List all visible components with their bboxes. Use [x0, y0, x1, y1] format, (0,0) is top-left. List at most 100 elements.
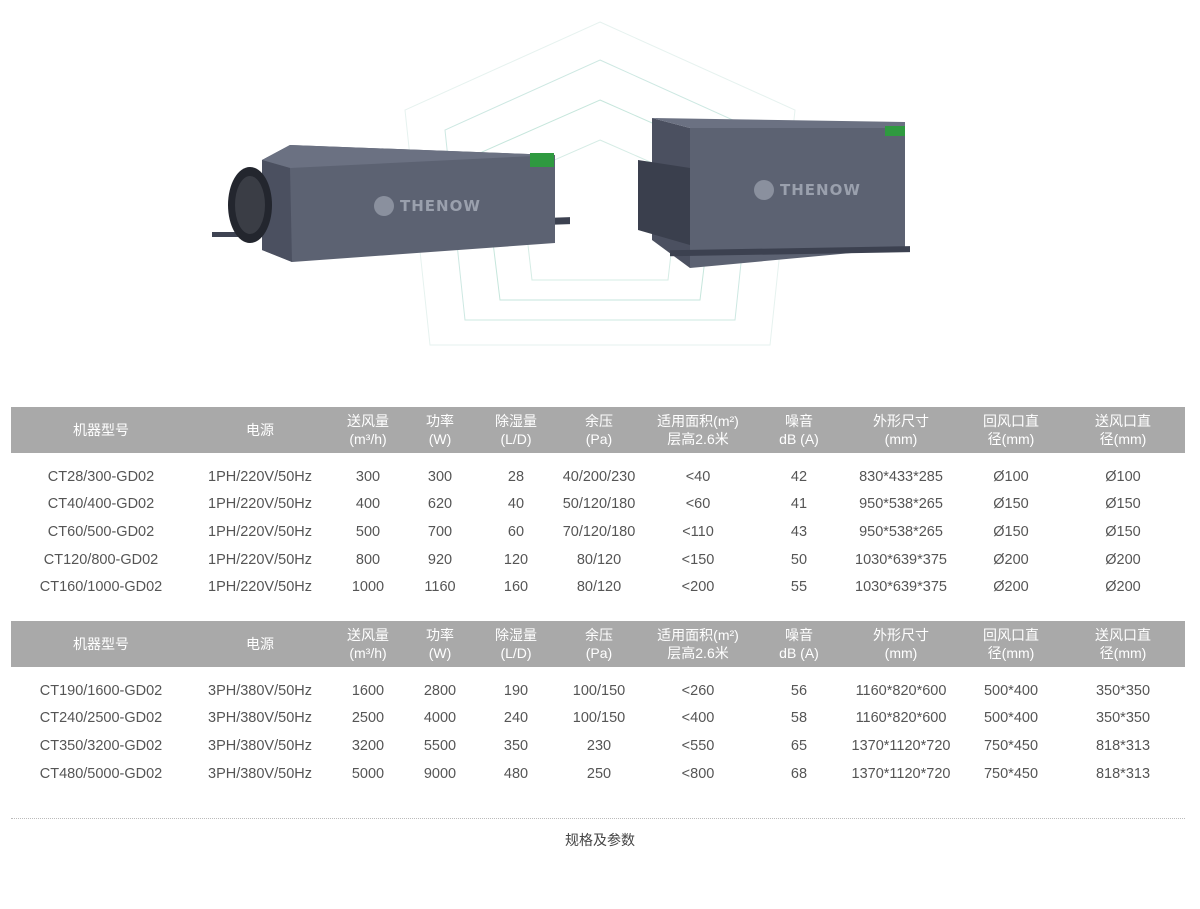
table-cell: <150 — [681, 551, 715, 568]
table-cell: 350*350 — [1095, 682, 1151, 699]
table-cell: Ø150 — [993, 523, 1029, 540]
column-header: 余压(Pa) — [559, 407, 639, 453]
table-cell: 68 — [790, 765, 808, 782]
table-cell: 1PH/220V/50Hz — [208, 468, 312, 485]
column-header-line: (W) — [428, 431, 452, 447]
column-header-line: (mm) — [884, 431, 918, 447]
dehumidifier-unit-right: THENOW — [638, 118, 910, 268]
table-cell: 2800 — [423, 682, 457, 699]
table-cell: 80/120 — [576, 579, 622, 596]
table-cell: 50/120/180 — [562, 496, 636, 513]
column-header: 除湿量 (L/D) — [473, 621, 559, 667]
table-cell: 100/150 — [572, 710, 626, 727]
table-cell: 1PH/220V/50Hz — [208, 496, 312, 513]
table-cell: 160 — [503, 579, 529, 596]
table-cell: 350*350 — [1095, 710, 1151, 727]
table-cell: 500*400 — [983, 682, 1039, 699]
column-header: 外形尺寸(mm) — [841, 407, 961, 453]
column-header-line: 噪音 — [785, 627, 813, 643]
table-cell: <60 — [685, 496, 711, 513]
footer-caption: 规格及参数 — [565, 832, 635, 848]
table-cell: 58 — [790, 710, 808, 727]
table-cell: CT40/400-GD02 — [47, 496, 155, 513]
column-header-line: 机器型号 — [73, 636, 129, 652]
column-header-line: 余压 — [585, 413, 613, 429]
column-header-line: 层高2.6米 — [667, 431, 729, 447]
column-header: 送风量(m³/h) — [329, 407, 407, 453]
footer-divider — [11, 818, 1185, 819]
table-cell: 41 — [790, 496, 808, 513]
column-header: 功率 (W) — [407, 621, 473, 667]
table-cell: 1PH/220V/50Hz — [208, 579, 312, 596]
column-header-line: (L/D) — [500, 645, 532, 661]
table-cell: <400 — [681, 710, 715, 727]
column-header-line: 回风口直 — [983, 413, 1039, 429]
table-cell: 3PH/380V/50Hz — [208, 737, 312, 754]
table-cell: 55 — [790, 579, 808, 596]
column-header-line: 除湿量 — [495, 627, 537, 643]
column-header-line: 层高2.6米 — [667, 645, 729, 661]
column-header: 外形尺寸(mm) — [841, 621, 961, 667]
table-cell: 350 — [503, 737, 529, 754]
column-header-line: 除湿量 — [495, 413, 537, 429]
column-header-line: 功率 — [426, 627, 454, 643]
table-cell: 1030*639*375 — [855, 579, 947, 596]
table-cell: 100/150 — [572, 682, 626, 699]
table-cell: <260 — [681, 682, 715, 699]
table-cell: 1370*1120*720 — [851, 765, 951, 782]
column-header-line: 径(mm) — [987, 431, 1035, 447]
table-cell: Ø200 — [1105, 579, 1141, 596]
column-header-line: 适用面积(m²) — [657, 627, 739, 643]
table-cell: 70/120/180 — [562, 523, 636, 540]
table-cell: 65 — [790, 737, 808, 754]
column-header-line: 送风量 — [347, 413, 389, 429]
table-cell: 3PH/380V/50Hz — [208, 765, 312, 782]
table-cell: 1030*639*375 — [855, 551, 947, 568]
column-header: 送风口直径(mm) — [1061, 407, 1185, 453]
svg-text:THENOW: THENOW — [780, 181, 861, 199]
table-cell: Ø150 — [1105, 523, 1141, 540]
column-header-line: 功率 — [426, 413, 454, 429]
table-cell: 750*450 — [983, 765, 1039, 782]
column-header-line: (mm) — [884, 645, 918, 661]
table-cell: 28 — [507, 468, 525, 485]
column-header-line: (W) — [428, 645, 452, 661]
column-header: 功率 (W) — [407, 407, 473, 453]
column-header: 电源 — [191, 407, 329, 453]
table-cell: <110 — [682, 523, 714, 540]
spec-table-single-phase: 机器型号电源送风量(m³/h)功率(W)除湿量(L/D)余压(Pa)适用面积(m… — [11, 407, 1185, 601]
table-cell: 230 — [586, 737, 612, 754]
table-cell: Ø150 — [993, 496, 1029, 513]
table-cell: 480 — [503, 765, 529, 782]
table-cell: 830*433*285 — [859, 468, 943, 485]
table-cell: Ø150 — [1105, 496, 1141, 513]
table-cell: 80/120 — [576, 551, 622, 568]
table-cell: 950*538*265 — [859, 523, 943, 540]
column-header-line: 送风量 — [347, 627, 389, 643]
column-header: 适用面积(m²) 层高2.6米 — [639, 621, 757, 667]
column-header-line: 送风口直 — [1095, 627, 1151, 643]
column-header: 回风口直径(mm) — [961, 407, 1061, 453]
column-header: 送风口直径(mm) — [1061, 621, 1185, 667]
spec-table-three-phase: 机器型号电源送风量(m³/h)功率(W)除湿量(L/D)余压(Pa)适用面积(m… — [11, 621, 1185, 787]
table-cell: 1160*820*600 — [855, 682, 947, 699]
column-header-line: 径(mm) — [1099, 431, 1147, 447]
svg-text:THENOW: THENOW — [400, 197, 481, 215]
column-header-line: 噪音 — [785, 413, 813, 429]
table-cell: CT240/2500-GD02 — [39, 710, 163, 727]
column-header-line: 余压 — [585, 627, 613, 643]
table-cell: 3200 — [351, 737, 385, 754]
table-cell: 2500 — [351, 710, 385, 727]
table-cell: 250 — [586, 765, 612, 782]
table-cell: 818*313 — [1095, 765, 1151, 782]
table-cell: CT160/1000-GD02 — [39, 579, 163, 596]
table-cell: 400 — [355, 496, 381, 513]
table-cell: Ø200 — [1105, 551, 1141, 568]
column-header: 机器型号 — [11, 621, 191, 667]
table-cell: 9000 — [423, 765, 457, 782]
